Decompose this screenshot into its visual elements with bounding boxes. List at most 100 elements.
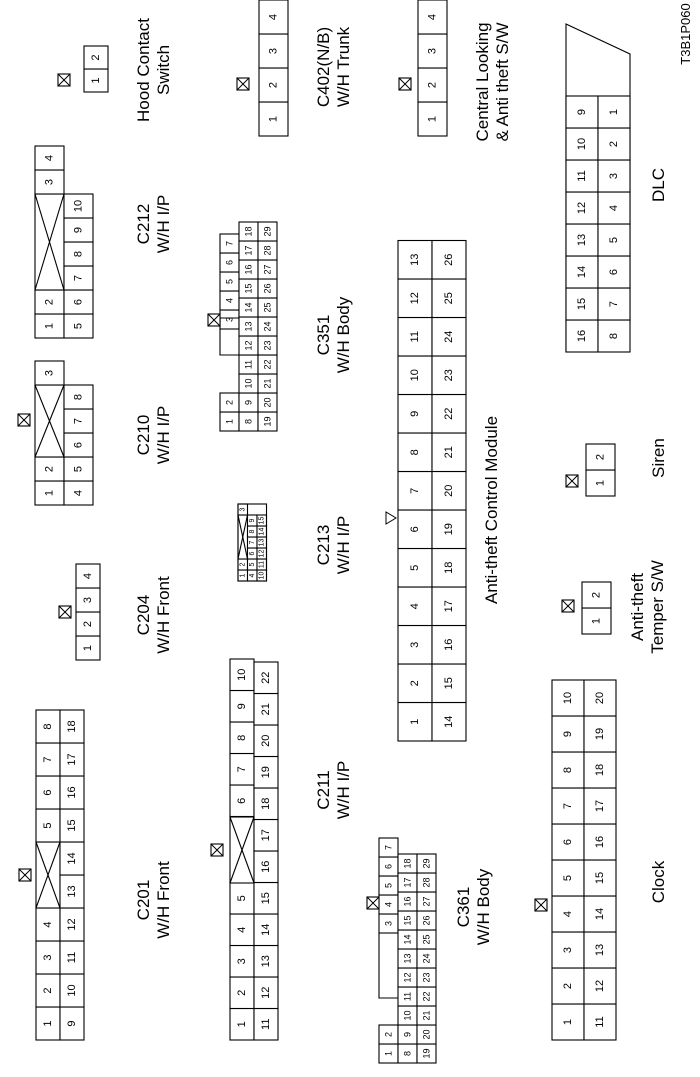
clock-pin-label: 1 <box>562 1019 574 1025</box>
atcm-pin-label: 5 <box>409 565 421 571</box>
dlc-pin-label: 16 <box>576 330 588 342</box>
c210-latch-icon <box>17 413 31 427</box>
c212-pin-7 <box>63 265 94 291</box>
c361-harness: W/H Body <box>474 868 493 945</box>
c351-pin-label: 1 <box>225 419 235 424</box>
c351-pin-label: 9 <box>244 400 254 405</box>
atcm-pin-21 <box>431 432 467 473</box>
c351-pin-label: 19 <box>263 416 273 426</box>
atcm-pin-12 <box>397 278 433 319</box>
clock-pin-label: 3 <box>562 947 574 953</box>
dlc-pin-label: 4 <box>608 205 620 211</box>
atcm-pin-22 <box>431 393 467 434</box>
central-pin-1 <box>417 101 448 137</box>
c351-pin-label: 26 <box>263 283 273 293</box>
c204-pin-label: 2 <box>82 621 94 627</box>
atcm-pin-label: 19 <box>443 523 455 535</box>
c210-pin-8 <box>63 384 94 410</box>
dlc-pin-label: 2 <box>608 141 620 147</box>
siren-pin-2 <box>585 443 616 471</box>
c361-pin-label: 19 <box>422 1048 432 1058</box>
clock-pin-label: 19 <box>594 728 606 740</box>
c402-pin-3 <box>258 33 289 69</box>
siren-pin-label: 2 <box>595 454 607 460</box>
c201-pin-label: 4 <box>42 921 54 927</box>
clock-pin-3 <box>551 931 585 969</box>
atcm-pin-label: 12 <box>409 292 421 304</box>
c210-pin-4 <box>63 480 94 506</box>
c211-pin-16 <box>253 850 279 884</box>
clock-pin-6 <box>551 823 585 861</box>
temper-name2: Temper S/W <box>648 560 667 654</box>
c361-pin-label: 5 <box>384 883 394 888</box>
atcm-pin-label: 22 <box>443 408 455 420</box>
c201-pin-label: 18 <box>66 720 78 732</box>
central-pin-label: 3 <box>427 48 439 54</box>
c201-pin-label: 16 <box>66 786 78 798</box>
clock-pin-15 <box>583 859 617 897</box>
c213-pin-label: 3 <box>239 507 246 511</box>
c361-pin-label: 16 <box>403 896 413 906</box>
c210-pin-label: 1 <box>44 490 56 496</box>
c213-pin-label: 6 <box>249 551 256 555</box>
c351-pin-label: 15 <box>244 283 254 293</box>
c201-latch-icon <box>18 868 32 882</box>
c201-pin-18 <box>59 709 85 744</box>
c361-pin-label: 27 <box>422 896 432 906</box>
c213-housing <box>237 503 268 582</box>
c211-pin-label: 13 <box>260 955 272 967</box>
atcm-pin-label: 7 <box>409 488 421 494</box>
c361-pin-label: 17 <box>403 877 413 887</box>
c204-pin-label: 3 <box>82 597 94 603</box>
c351-pin-label: 3 <box>225 317 235 322</box>
c361-pin-label: 26 <box>422 915 432 925</box>
c402-pin-label: 2 <box>268 82 280 88</box>
clock-pin-label: 17 <box>594 800 606 812</box>
c402-pin-4 <box>258 0 289 35</box>
c211-pin-15 <box>253 881 279 915</box>
c361-housing <box>378 932 398 999</box>
hood-pin-2 <box>83 45 109 70</box>
c211-pin-label: 2 <box>236 990 248 996</box>
c210-pin-label: 5 <box>73 466 85 472</box>
c201-pin-label: 14 <box>66 852 78 864</box>
c351-pin-29 <box>257 221 278 242</box>
c213-blank-cross <box>237 514 249 560</box>
c402-latch-icon <box>236 77 250 91</box>
c212-pin-8 <box>63 241 94 267</box>
atcm-pin-label: 25 <box>443 292 455 304</box>
atcm-pin-label: 9 <box>409 411 421 417</box>
c201-pin-label: 2 <box>42 987 54 993</box>
c361-pin-label: 15 <box>403 915 413 925</box>
c201-pin-label: 6 <box>42 789 54 795</box>
c201-pin-label: 8 <box>42 723 54 729</box>
clock-pin-label: 2 <box>562 983 574 989</box>
c212-pin-6 <box>63 289 94 315</box>
c201-pin-label: 9 <box>66 1020 78 1026</box>
c211-pin-label: 16 <box>260 861 272 873</box>
central-pin-2 <box>417 67 448 103</box>
atcm-pin-label: 18 <box>443 562 455 574</box>
c211-pin-label: 14 <box>260 924 272 936</box>
c351-pin-label: 14 <box>244 302 254 312</box>
dlc-pin-label: 15 <box>576 298 588 310</box>
c212-pin-label: 1 <box>44 323 56 329</box>
c351-housing <box>219 317 239 356</box>
c213-harness: W/H I/P <box>334 516 353 575</box>
temper-pin-label: 1 <box>591 618 603 624</box>
c212-pin-label: 9 <box>73 227 85 233</box>
c361-pin-29 <box>416 853 437 874</box>
c211-pin-label: 11 <box>260 1019 272 1030</box>
c213-pin-label: 14 <box>258 528 265 536</box>
clock-pin-label: 15 <box>594 872 606 884</box>
c212-pin-label: 4 <box>44 155 56 161</box>
atcm-pin-label: 10 <box>409 369 421 381</box>
atcm-pin-25 <box>431 278 467 319</box>
central-name: Central Looking <box>473 22 492 141</box>
c351-pin-label: 10 <box>244 378 254 388</box>
dlc-name: DLC <box>649 168 668 202</box>
central-pin-label: 1 <box>427 116 439 122</box>
c361-pin-label: 18 <box>403 858 413 868</box>
c361-pin-label: 10 <box>403 1010 413 1020</box>
c351-pin-label: 5 <box>225 279 235 284</box>
